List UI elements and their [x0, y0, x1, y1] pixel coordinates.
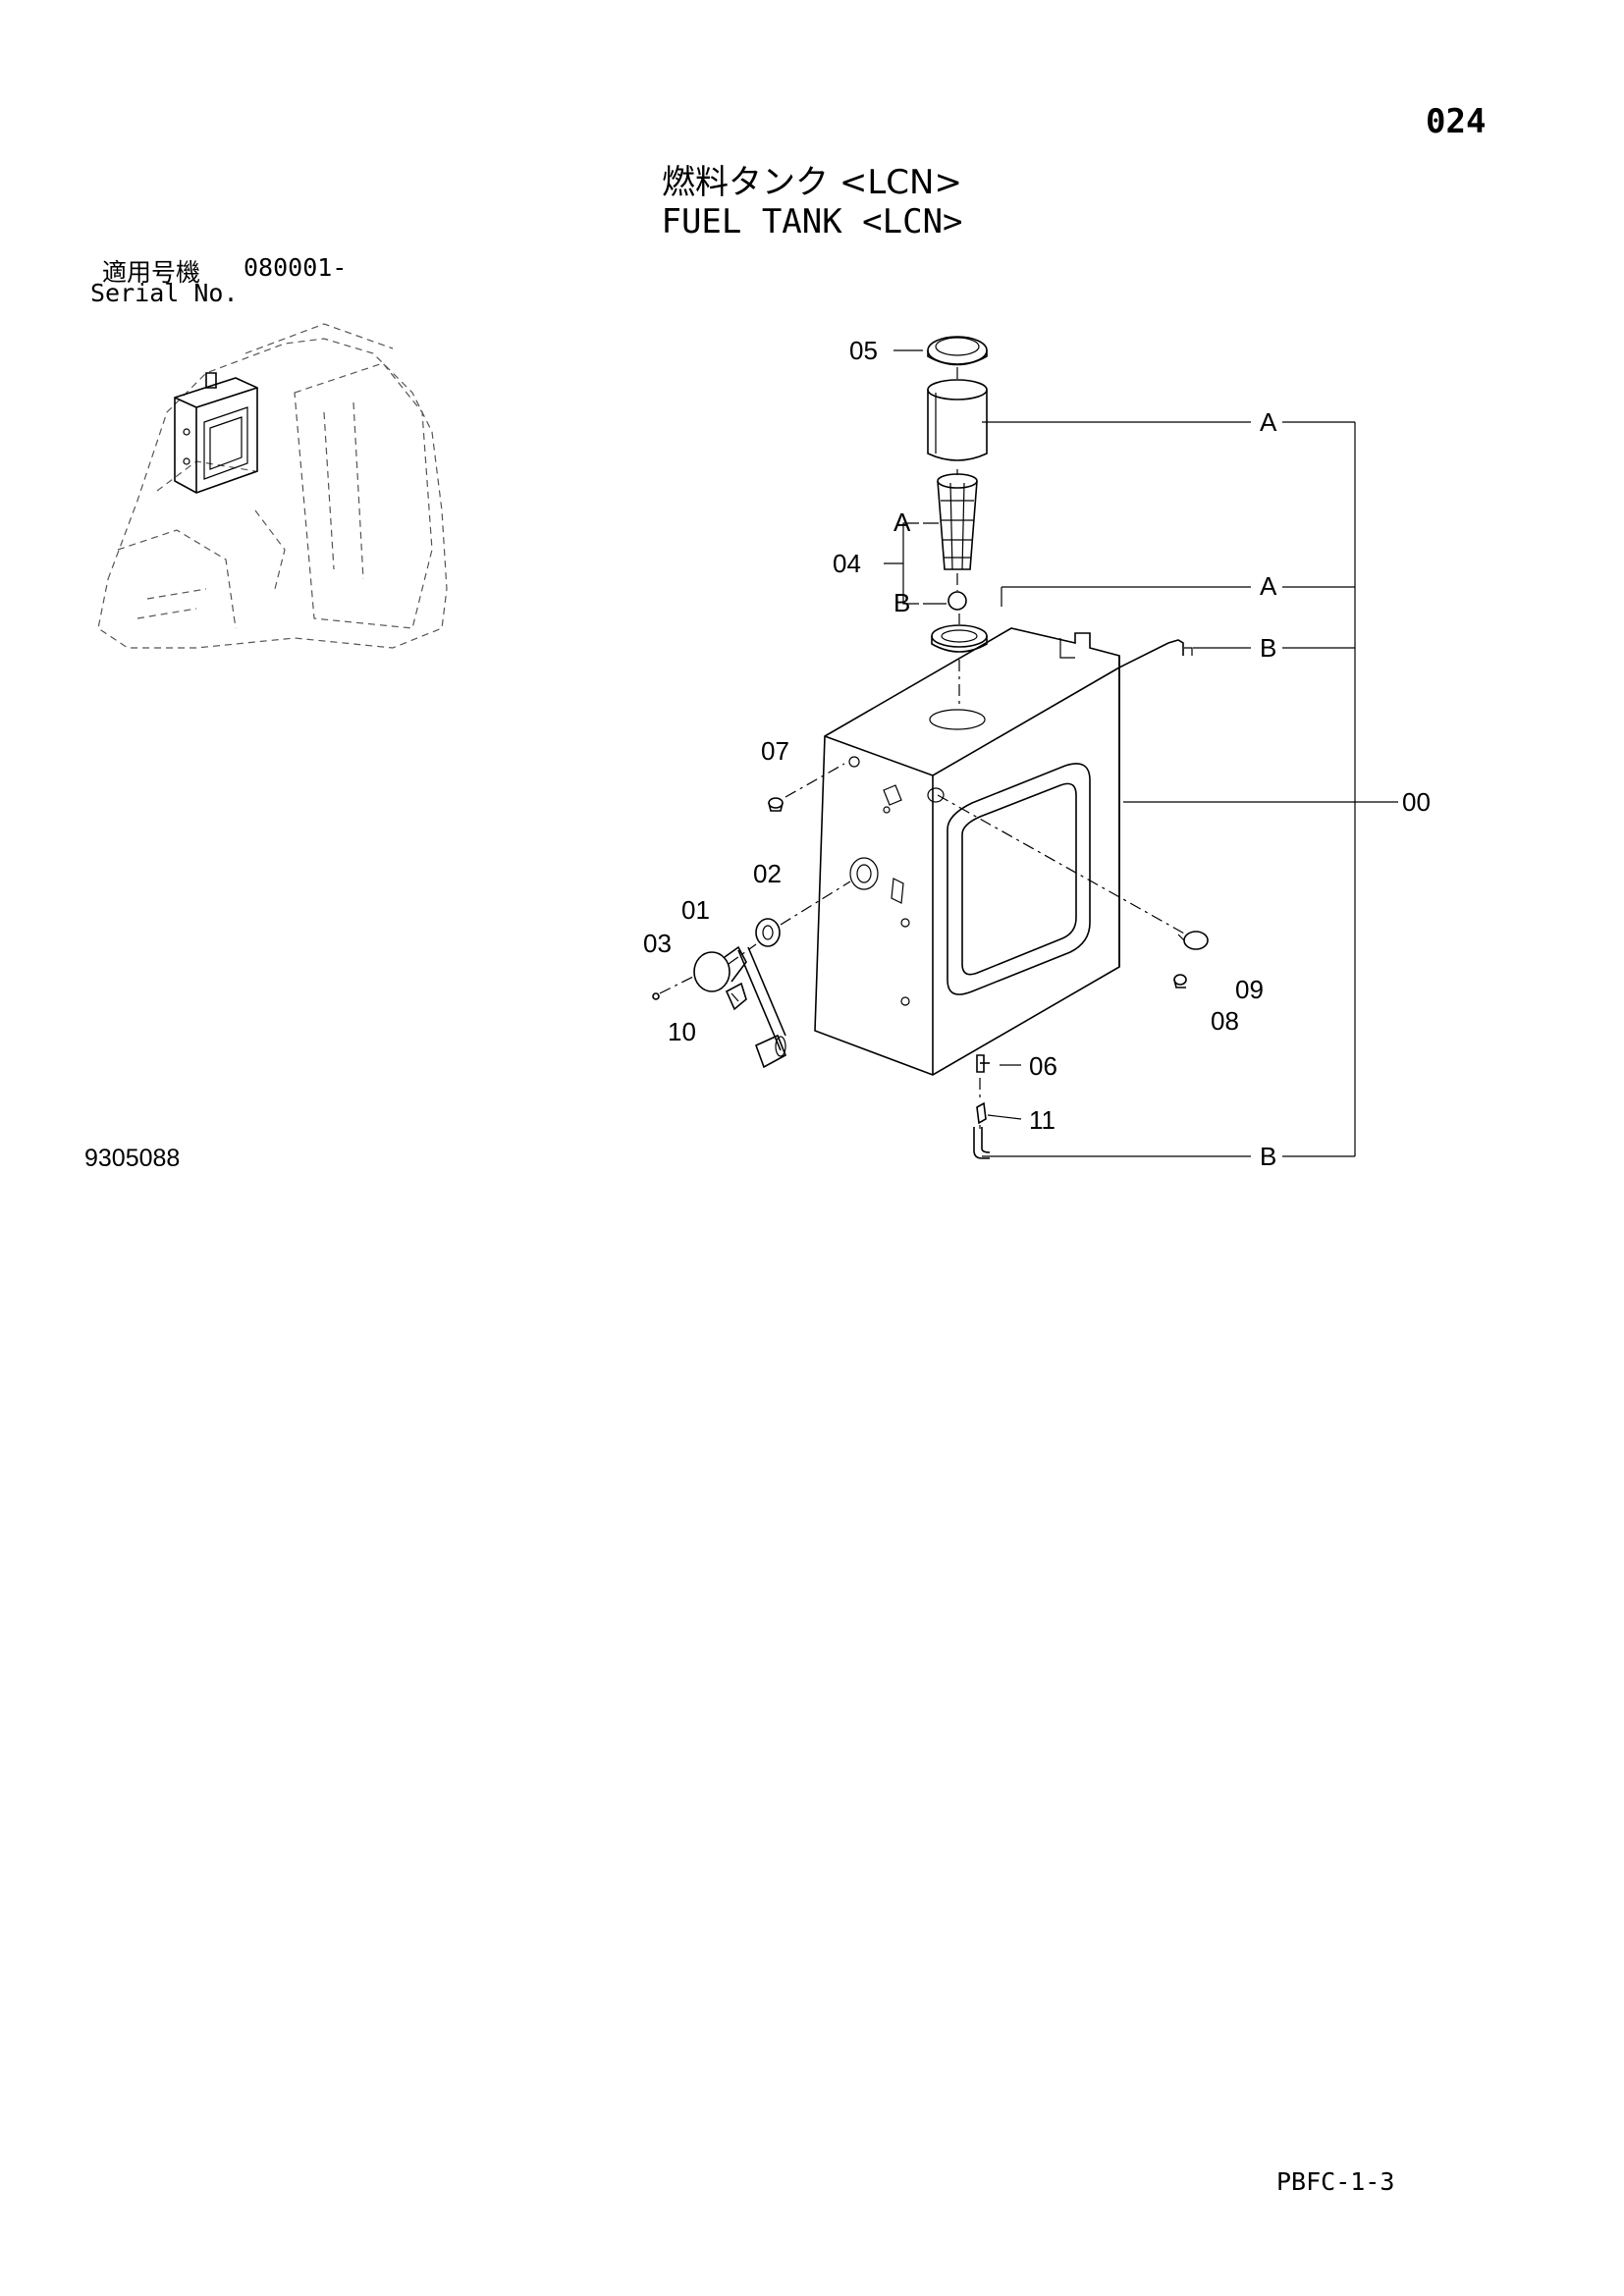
part-00-fuel-tank	[814, 627, 1120, 1076]
part-08-plug	[1173, 974, 1187, 988]
part-04-filler-neck	[927, 379, 988, 461]
ref-b-top: B	[1260, 633, 1276, 663]
callout-04-ref-a: A	[893, 507, 911, 537]
callout-00: 00	[1402, 787, 1431, 817]
part-02-gasket	[755, 881, 851, 947]
part-04-strainer	[937, 367, 978, 611]
part-01-level-sender	[693, 943, 786, 1051]
callout-08: 08	[1211, 1006, 1239, 1036]
part-06-elbow	[976, 1054, 990, 1073]
page-title-english: FUEL TANK <LCN>	[661, 202, 963, 241]
callout-01: 01	[681, 895, 710, 925]
callout-04-ref-b: B	[893, 588, 910, 617]
ref-b-bottom: B	[1260, 1142, 1276, 1171]
callout-07: 07	[761, 736, 789, 766]
callout-05: 05	[849, 336, 878, 365]
serial-range: 080001-	[244, 253, 348, 282]
callout-09: 09	[1235, 975, 1264, 1004]
filler-neck-ring	[931, 614, 988, 707]
part-05-filler-cap	[893, 336, 988, 366]
leader-11	[987, 1114, 1022, 1120]
part-10-connector	[725, 982, 747, 1011]
serial-label-japanese: 適用号機	[102, 258, 201, 287]
callout-04: 04	[833, 549, 861, 578]
serial-label-english: Serial No.	[90, 279, 239, 307]
drain-axis-line	[937, 794, 1187, 935]
part-11-clamp	[976, 1101, 987, 1125]
callout-11: 11	[1029, 1105, 1056, 1135]
machine-location-thumbnail	[97, 323, 448, 649]
callout-03: 03	[643, 929, 672, 958]
part-07-plug	[768, 763, 845, 812]
part-09-drain-cock	[1177, 931, 1209, 950]
thumbnail-tank	[174, 372, 258, 494]
drain-hose-bottom	[973, 1078, 991, 1159]
ref-a-top: A	[1260, 407, 1277, 437]
callout-06: 06	[1029, 1051, 1057, 1081]
vent-pipe-top	[1118, 639, 1193, 668]
callout-10: 10	[668, 1017, 696, 1046]
ref-a-middle: A	[1260, 571, 1277, 601]
drawing-number: 9305088	[84, 1145, 181, 1172]
page-code: PBFC-1-3	[1276, 2167, 1395, 2196]
reference-bracket	[982, 421, 1398, 1157]
part-03-screw	[652, 976, 694, 1000]
part-04-bracket	[884, 522, 947, 605]
page-title-japanese: 燃料タンク <LCN>	[662, 163, 962, 202]
callout-02: 02	[753, 859, 782, 888]
page-number: 024	[1426, 102, 1487, 141]
level-sender-float	[754, 1034, 787, 1069]
